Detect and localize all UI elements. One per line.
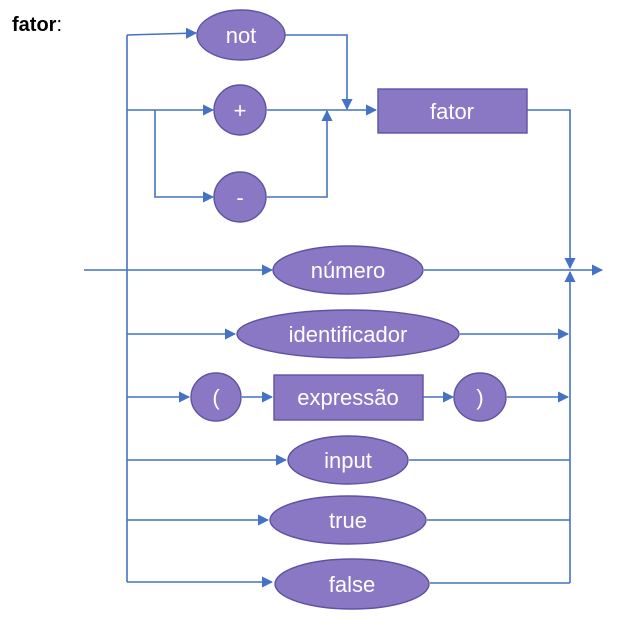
node-not: not [196,9,286,61]
diagram-title: fator: [12,14,62,37]
connector-lines [84,27,604,588]
nodes: not + - fator número [190,9,528,610]
node-fator-box: fator [377,88,528,134]
node-not-label: not [226,23,257,48]
node-plus-label: + [234,98,247,123]
node-numero: número [272,245,424,295]
node-lparen-label: ( [212,385,220,410]
node-minus: - [213,171,267,223]
fator-to-rail [527,109,576,270]
node-rparen: ) [453,372,507,422]
node-input-label: input [324,448,372,473]
title-colon: : [56,14,63,36]
node-true: true [269,495,427,545]
node-minus-label: - [236,185,243,210]
node-lparen: ( [190,372,242,422]
node-identificador-label: identificador [289,322,408,347]
branch-to-minus [154,110,215,203]
branch-to-not [126,27,198,39]
title-name: fator [12,14,57,36]
node-false-label: false [329,572,375,597]
node-plus: + [213,84,267,136]
node-rparen-label: ) [476,385,483,410]
minus-to-join [267,109,333,198]
node-numero-label: número [311,258,386,283]
node-identificador: identificador [236,309,460,359]
node-true-label: true [329,508,367,533]
node-expressao-box: expressão [273,374,424,421]
not-to-fator [285,34,353,111]
node-input: input [287,435,409,485]
node-false: false [274,558,430,610]
node-fator-label: fator [430,99,474,124]
node-expressao-label: expressão [297,385,399,410]
